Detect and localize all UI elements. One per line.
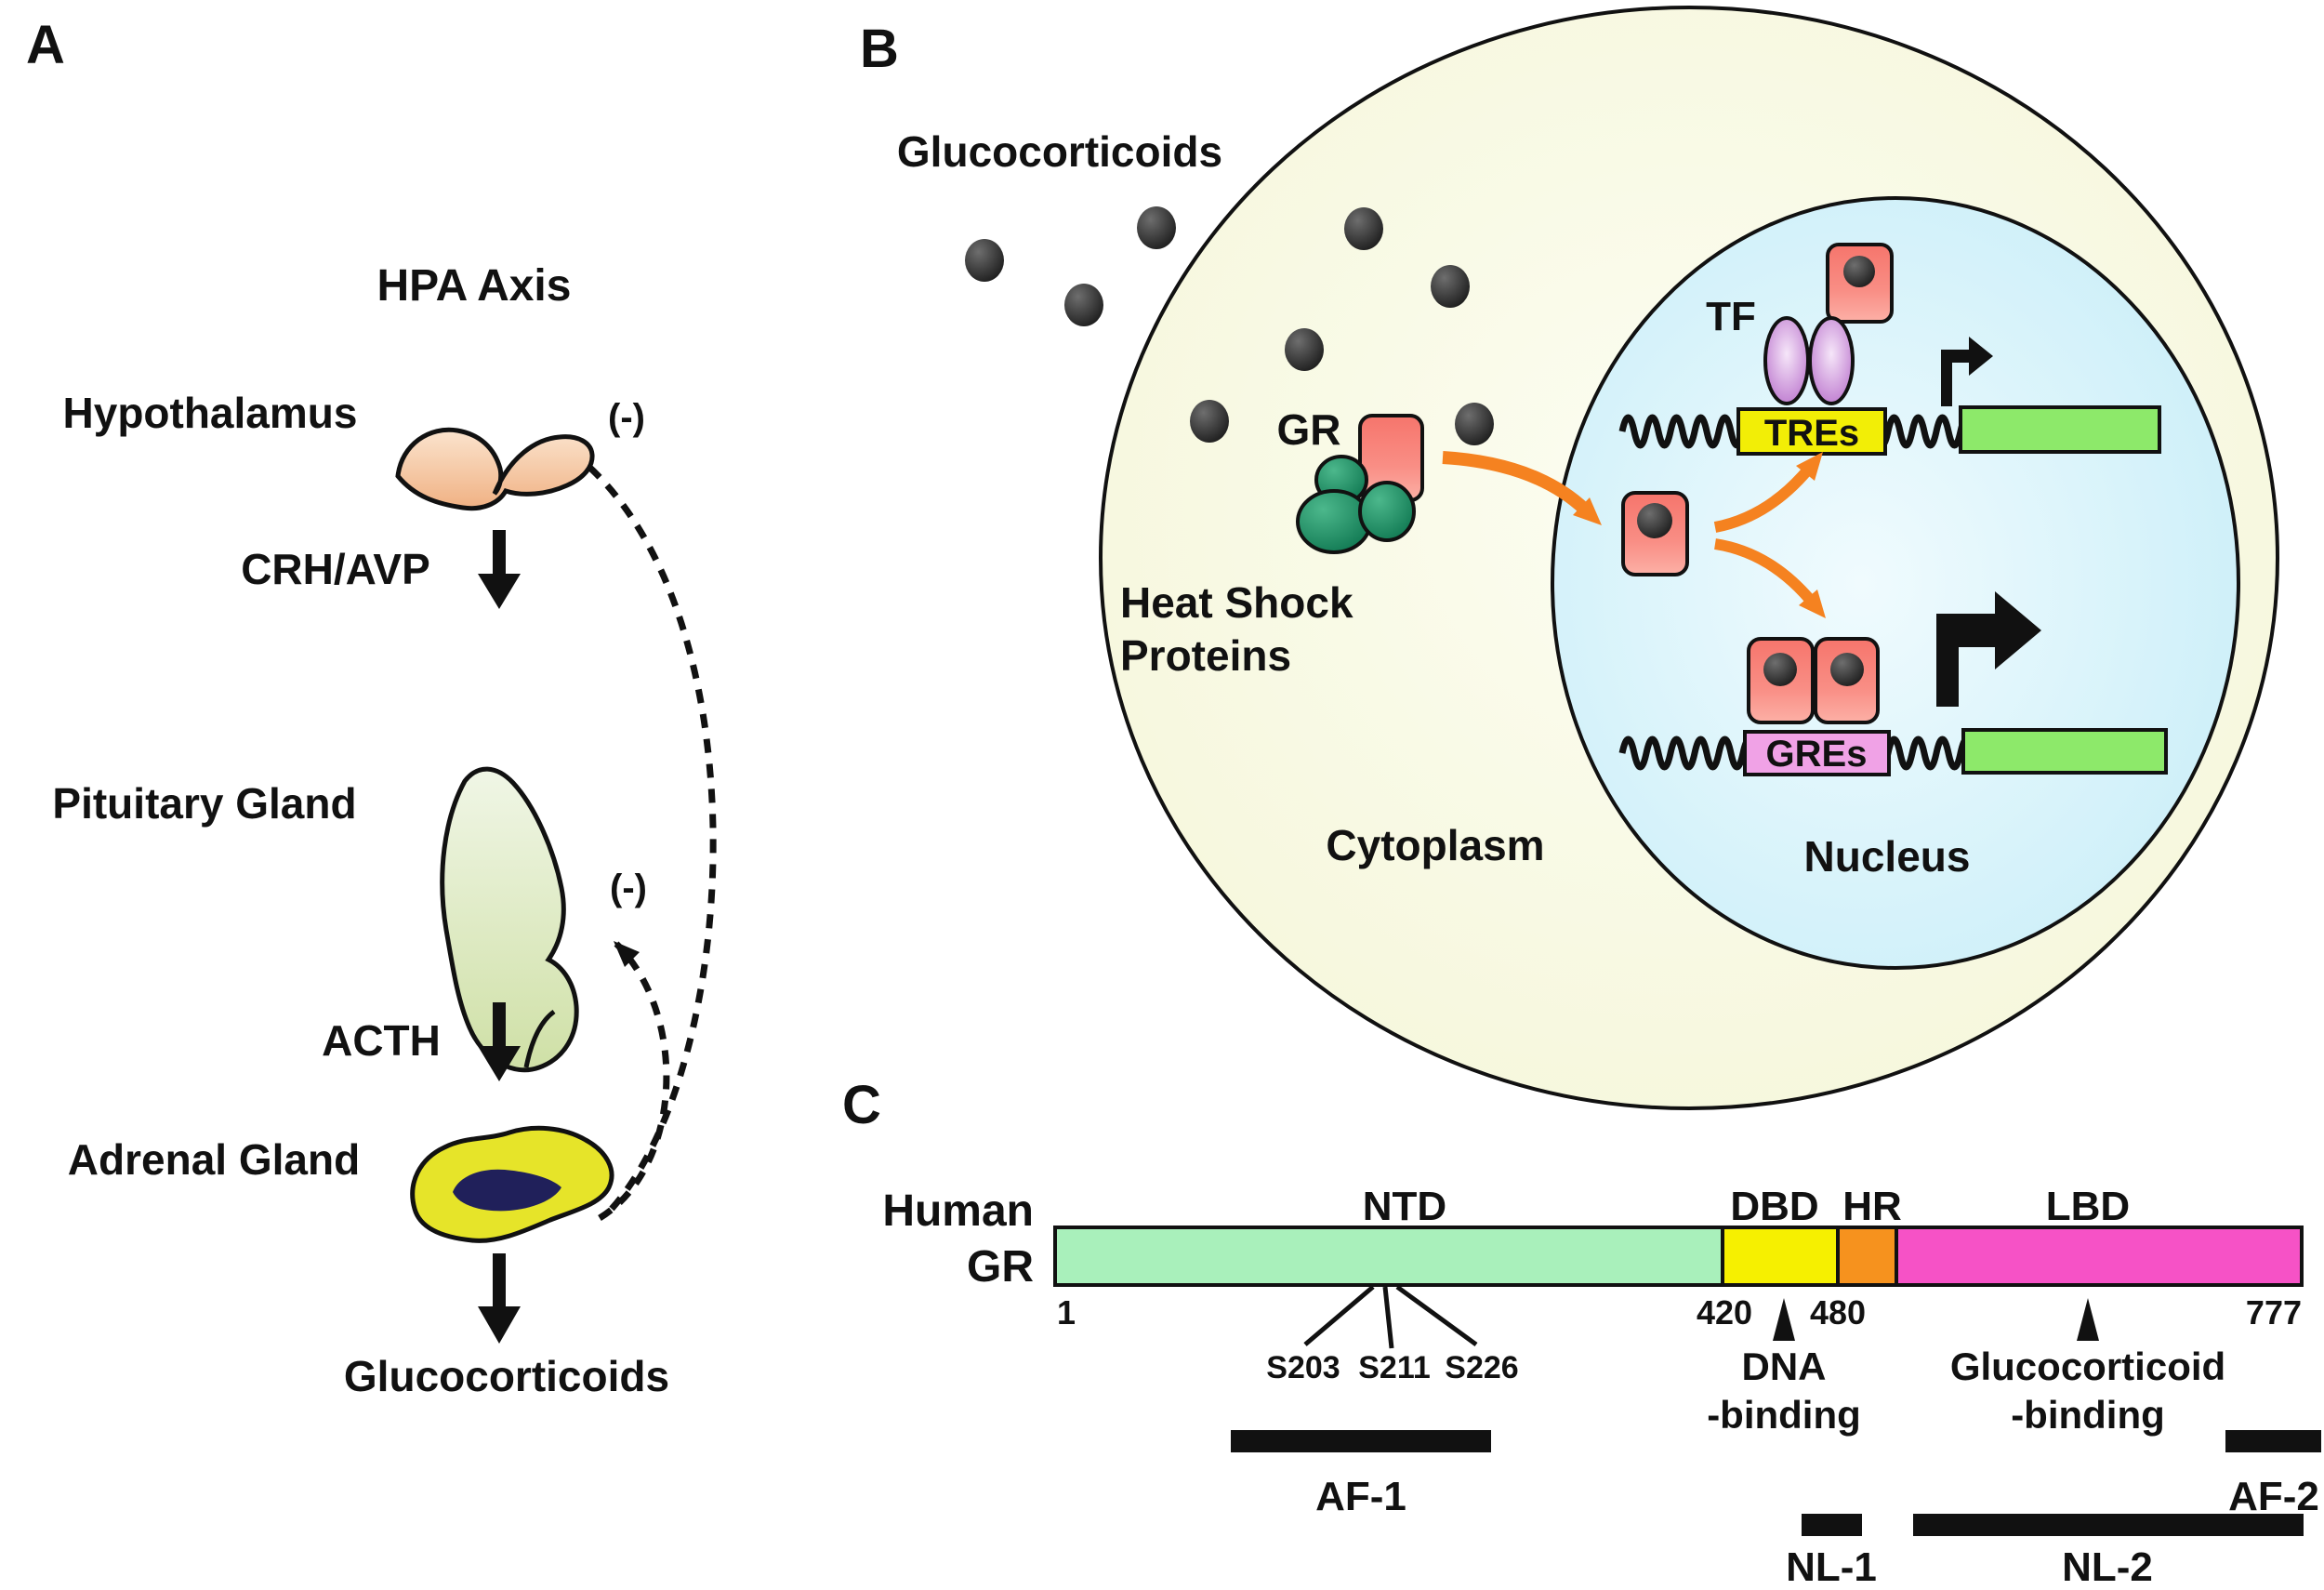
dna-binding-pointer (1773, 1298, 1795, 1341)
transcription-start-arrow-large (1936, 591, 2041, 707)
panel-a: A HPA Axis Hypothalamus (-) CRH/AVP Pitu… (26, 15, 717, 1400)
gr-label: GR (1277, 405, 1341, 454)
domain-lbd (1895, 1226, 2304, 1287)
protein-name-line2: GR (967, 1242, 1034, 1292)
nucleus-label: Nucleus (1804, 832, 1971, 881)
glucocorticoid-dots (965, 206, 1494, 445)
acth-label: ACTH (322, 1016, 441, 1065)
tres-label: TREs (1764, 413, 1859, 454)
branch-arrowhead-tres (1796, 452, 1823, 481)
nl2-label: NL-2 (2062, 1544, 2153, 1590)
transcription-start-arrow-small (1941, 337, 1993, 406)
arrow-adrenal-to-glucocorticoids (478, 1253, 521, 1344)
translocation-arrow (1442, 451, 1590, 515)
cytoplasm-label: Cytoplasm (1326, 821, 1544, 869)
tres-box (1736, 407, 1887, 456)
af1-bar (1231, 1430, 1491, 1452)
dna-binding-line2: -binding (1707, 1393, 1861, 1437)
arrow-acth-to-adrenal (478, 1002, 521, 1081)
arrow-crh-to-pituitary (478, 530, 521, 609)
lbd-label: LBD (2046, 1184, 2130, 1229)
hypothalamus-label: Hypothalamus (63, 389, 358, 437)
crh-avp-label: CRH/AVP (241, 545, 430, 593)
glucocorticoids-output-label: Glucocorticoids (344, 1352, 669, 1400)
hr-label: HR (1842, 1184, 1902, 1229)
translocation-arrowhead (1573, 497, 1602, 525)
tf-oval (1763, 316, 1810, 405)
ligand-dot (965, 239, 1004, 282)
af2-label: AF-2 (2228, 1474, 2319, 1519)
adrenal-label: Adrenal Gland (68, 1135, 360, 1184)
ligand-dot (1137, 206, 1176, 249)
gres-box (1743, 730, 1891, 776)
branch-arrowhead-gres (1799, 590, 1826, 618)
gc-binding-line2: -binding (2011, 1393, 2165, 1437)
tf-label: TF (1706, 294, 1756, 339)
pituitary-shape (440, 766, 579, 1073)
panel-c-label: C (842, 1075, 881, 1135)
gc-binding-pointer (2077, 1298, 2099, 1341)
residue-420: 420 (1697, 1293, 1752, 1332)
protein-name-line1: Human (882, 1186, 1034, 1236)
phospho-s211: S211 (1358, 1350, 1431, 1385)
ntd-label: NTD (1363, 1184, 1446, 1229)
ligand-dot-in-gr (1843, 256, 1875, 287)
af1-label: AF-1 (1315, 1474, 1406, 1519)
branch-arrow-to-gres (1714, 538, 1816, 604)
panel-c: C Human GR NTD DBD HR LBD 1 420 480 777 … (842, 1075, 2321, 1590)
heat-shock-label-line1: Heat Shock (1120, 578, 1353, 627)
nl2-bar (1913, 1514, 2304, 1536)
phospho-s203: S203 (1266, 1350, 1340, 1385)
hsp-ball (1296, 489, 1372, 554)
ligand-dot (1455, 403, 1494, 445)
nucleus-envelope (1551, 196, 2240, 970)
nl1-label: NL-1 (1786, 1544, 1877, 1590)
residue-777: 777 (2246, 1293, 2302, 1332)
gene-box-gre (1961, 728, 2168, 775)
domain-dbd (1721, 1226, 1840, 1287)
ligand-dot (1064, 284, 1103, 326)
dna-binding-line1: DNA (1742, 1345, 1827, 1388)
domain-ntd (1053, 1226, 1724, 1287)
ligand-dot (1431, 265, 1470, 308)
feedback-curve-long (566, 447, 717, 1212)
ligand-dot-in-gr (1830, 653, 1864, 686)
nl1-bar (1802, 1514, 1862, 1536)
adrenal-core-shape (453, 1169, 561, 1212)
feedback-curve-short (598, 941, 670, 1221)
heat-shock-label-line2: Proteins (1120, 631, 1291, 680)
hypothalamus-shape (395, 427, 595, 511)
pituitary-cleft (523, 1009, 556, 1068)
ligand-dot (1190, 400, 1229, 443)
feedback-arrowhead-pituitary (614, 941, 640, 967)
hsp-ball (1358, 481, 1416, 542)
panel-b: B Glucocorticoids GR Heat Shock Proteins (860, 6, 2279, 1110)
negative-sign-pituitary: (-) (610, 868, 647, 908)
panel-a-label: A (26, 15, 65, 75)
ligand-dot (1344, 207, 1383, 250)
residue-480: 480 (1810, 1293, 1866, 1332)
hpa-axis-title: HPA Axis (377, 261, 572, 311)
ligand-dot-in-gr (1637, 503, 1672, 538)
ligand-dot-in-gr (1763, 653, 1797, 686)
panel-b-label: B (860, 19, 899, 79)
negative-sign-hypothalamus: (-) (608, 397, 645, 438)
gres-label: GREs (1766, 734, 1868, 775)
domain-hr (1836, 1226, 1898, 1287)
tf-oval (1808, 316, 1855, 405)
residue-1: 1 (1057, 1293, 1076, 1332)
gene-box-tre (1959, 405, 2161, 454)
dbd-label: DBD (1730, 1184, 1818, 1229)
pituitary-label: Pituitary Gland (52, 779, 356, 828)
phospho-s226: S226 (1445, 1350, 1518, 1385)
gc-binding-line1: Glucocorticoid (1950, 1345, 2225, 1388)
glucocorticoids-ligand-label: Glucocorticoids (897, 127, 1222, 176)
ligand-dot (1285, 328, 1324, 371)
af2-bar (2225, 1430, 2321, 1452)
phospho-leader-lines (1303, 1284, 1478, 1349)
branch-arrow-to-tres (1713, 466, 1813, 533)
